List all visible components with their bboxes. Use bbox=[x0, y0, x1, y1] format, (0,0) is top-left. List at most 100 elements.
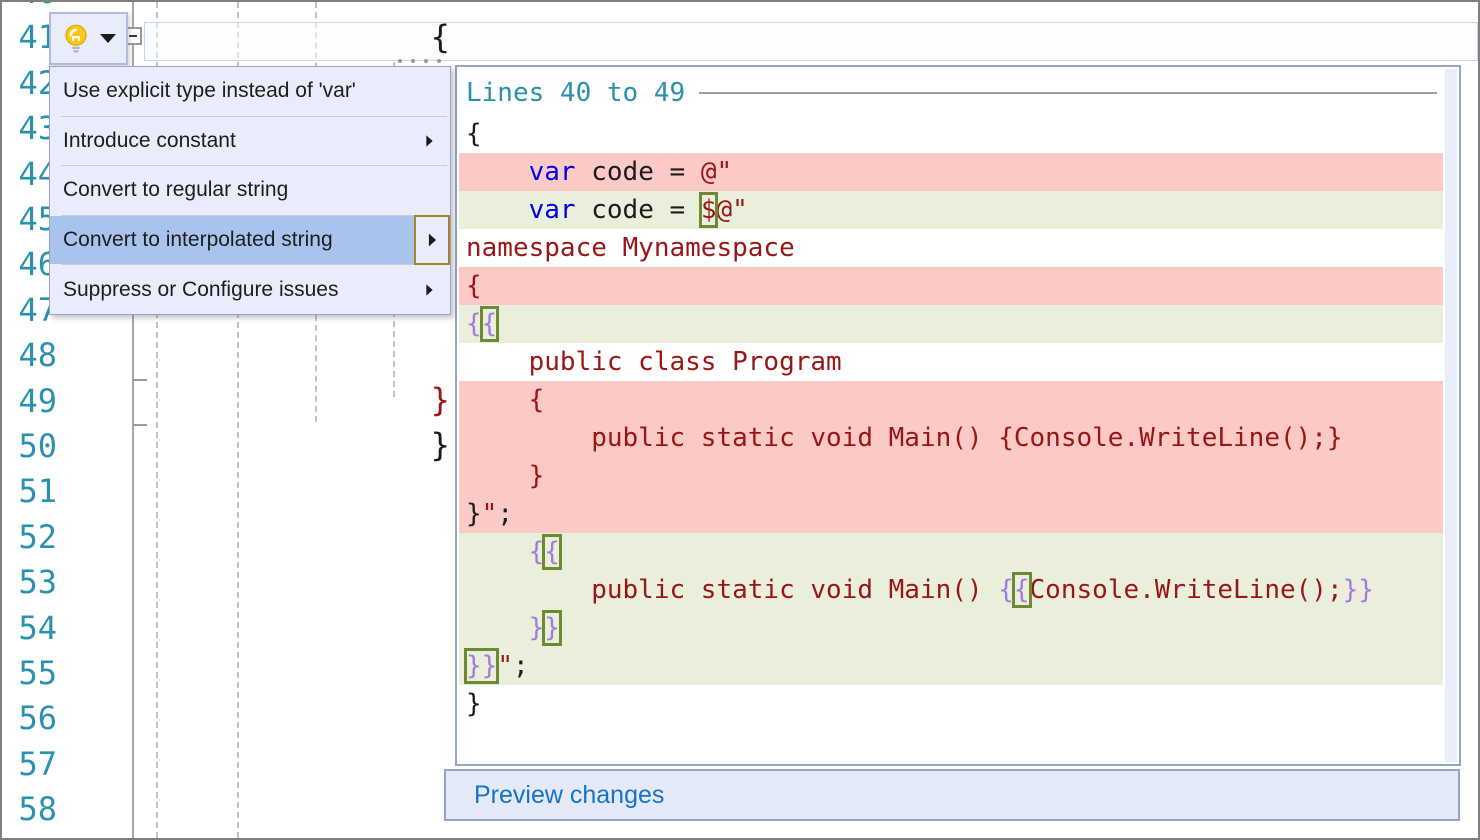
menu-separator bbox=[61, 264, 447, 266]
diff-rows: { var code = @" var code = $@"namespace … bbox=[459, 115, 1443, 723]
indent-guide bbox=[156, 2, 158, 838]
diff-row-add: }}"; bbox=[459, 647, 1443, 685]
code-line-41: var code = @" bbox=[393, 15, 759, 101]
line-number: 55 bbox=[18, 654, 57, 692]
chevron-right-icon bbox=[428, 233, 436, 247]
menu-item-label: Use explicit type instead of 'var' bbox=[63, 79, 356, 103]
diff-row-del: { bbox=[459, 381, 1443, 419]
code-token: " bbox=[497, 651, 513, 681]
line-number: 49 bbox=[18, 381, 57, 420]
chevron-down-icon bbox=[100, 34, 116, 43]
code-token: code = bbox=[575, 157, 701, 187]
preview-line-range-label: Lines 40 to 49 bbox=[466, 78, 686, 108]
code-token: public class Program bbox=[466, 347, 842, 377]
line-number: 50 bbox=[18, 427, 57, 465]
outline-structure-line bbox=[132, 2, 134, 838]
diff-row-add: {{ bbox=[459, 533, 1443, 571]
menu-item-convert-to-interpolated-string[interactable]: Convert to interpolated string bbox=[50, 214, 450, 266]
code-token: { bbox=[466, 385, 545, 415]
code-token: var bbox=[528, 195, 576, 225]
code-token bbox=[466, 537, 529, 567]
diff-row-add: {{ bbox=[459, 305, 1443, 343]
suggestion-dot bbox=[437, 59, 441, 63]
submenu-expand-button[interactable] bbox=[414, 214, 450, 266]
code-token: ; bbox=[512, 651, 529, 681]
code-token: { bbox=[466, 119, 482, 149]
preview-changes-link[interactable]: Preview changes bbox=[474, 780, 665, 809]
menu-item-suppress-or-configure-issues[interactable]: Suppress or Configure issues bbox=[50, 265, 450, 314]
diff-row-add: }} bbox=[459, 609, 1443, 647]
code-token: } bbox=[466, 689, 482, 719]
fold-end-tick bbox=[133, 424, 147, 426]
code-token: { bbox=[998, 575, 1014, 605]
menu-separator bbox=[61, 214, 447, 216]
preview-header: Lines 40 to 49 bbox=[466, 73, 1439, 113]
code-token bbox=[466, 613, 529, 643]
code-token: code = bbox=[575, 195, 701, 225]
diff-row-ctx: public class Program bbox=[459, 343, 1443, 381]
added-char-box: $ bbox=[700, 195, 717, 225]
chevron-right-icon bbox=[426, 135, 433, 147]
quick-actions-menu: Use explicit type instead of 'var' Introd… bbox=[49, 66, 451, 315]
code-token: { bbox=[466, 271, 482, 301]
diff-row-add: var code = $@" bbox=[459, 191, 1443, 229]
diff-row-ctx: } bbox=[459, 685, 1443, 723]
header-rule bbox=[699, 92, 1437, 94]
menu-item-label: Convert to regular string bbox=[63, 178, 289, 202]
line-number: 52 bbox=[18, 517, 57, 556]
line-number: 56 bbox=[18, 699, 57, 738]
suggestion-dot bbox=[424, 59, 428, 63]
chevron-right-icon bbox=[426, 284, 433, 296]
code-token: public static void Main() bbox=[466, 575, 999, 605]
preview-footer-bar: Preview changes bbox=[444, 769, 1460, 821]
menu-item-use-explicit-type-instead-of-var[interactable]: Use explicit type instead of 'var' bbox=[50, 67, 450, 116]
line-number: 53 bbox=[18, 563, 57, 602]
menu-item-label: Convert to interpolated string bbox=[63, 228, 333, 252]
code-token: " bbox=[481, 499, 498, 529]
diff-row-ctx: namespace Mynamespace bbox=[459, 229, 1443, 267]
code-token: { bbox=[466, 309, 482, 339]
line-number: 58 bbox=[18, 790, 57, 829]
lightbulb-icon bbox=[61, 22, 91, 56]
preview-scroll-gutter bbox=[1445, 69, 1457, 762]
added-char-box: { bbox=[481, 309, 498, 339]
line-number: 48 bbox=[18, 336, 57, 375]
diff-row-add: public static void Main() {{Console.Writ… bbox=[459, 571, 1443, 609]
refactoring-preview-popup: Lines 40 to 49 { var code = @" var code … bbox=[444, 65, 1461, 821]
suggestion-dot bbox=[398, 59, 402, 63]
quick-actions-lightbulb-button[interactable] bbox=[49, 12, 128, 65]
menu-item-introduce-constant[interactable]: Introduce constant bbox=[50, 117, 450, 166]
diff-row-del: { bbox=[459, 267, 1443, 305]
code-line-40: { bbox=[430, 18, 450, 56]
code-token: @" bbox=[716, 195, 748, 225]
diff-row-del: }"; bbox=[459, 495, 1443, 533]
diff-row-del: public static void Main() {Console.Write… bbox=[459, 419, 1443, 457]
diff-row-del: var code = @" bbox=[459, 153, 1443, 191]
code-token: } bbox=[466, 499, 482, 529]
menu-separator bbox=[61, 165, 447, 167]
line-number: 57 bbox=[18, 744, 57, 783]
indent-guide bbox=[237, 2, 239, 838]
preview-code-panel: Lines 40 to 49 { var code = @" var code … bbox=[455, 65, 1461, 766]
menu-separator bbox=[61, 115, 447, 117]
fold-end-tick bbox=[133, 379, 147, 381]
code-line-49: } bbox=[430, 426, 450, 464]
line-number: 54 bbox=[18, 608, 57, 647]
diff-row-ctx: { bbox=[459, 115, 1443, 153]
code-token: @" bbox=[700, 157, 733, 187]
code-token bbox=[466, 157, 529, 187]
code-token: public static void Main() {Console.Write… bbox=[466, 423, 1343, 453]
code-token: }} bbox=[1342, 575, 1374, 605]
code-token: } bbox=[466, 461, 545, 491]
current-line-highlight bbox=[144, 22, 1478, 61]
code-token: } bbox=[528, 613, 545, 643]
code-token: var bbox=[528, 157, 576, 187]
line-number: 51 bbox=[18, 472, 57, 511]
code-token: ; bbox=[497, 499, 513, 529]
added-char-box: { bbox=[1013, 575, 1030, 605]
suggestion-dot bbox=[411, 59, 415, 63]
code-token bbox=[466, 195, 529, 225]
code-token: Console.WriteLine(); bbox=[1029, 575, 1343, 605]
menu-item-convert-to-regular-string[interactable]: Convert to regular string bbox=[50, 166, 450, 215]
